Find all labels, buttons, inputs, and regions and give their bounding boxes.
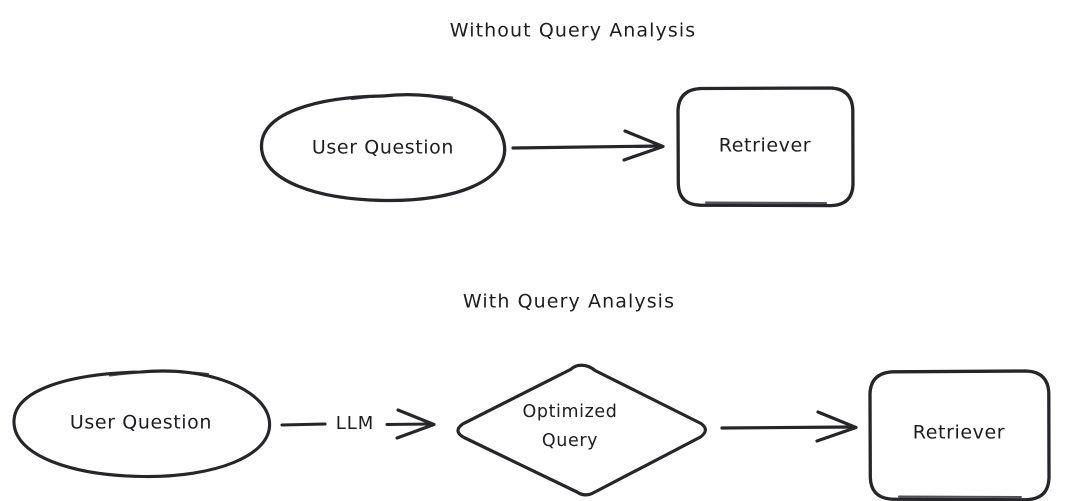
node-label-retriever-2: Retriever [913,422,1005,444]
node-user-question-2[interactable] [12,369,272,479]
edge-optimized-retriever2-arrowhead [815,410,858,443]
optimized-query-shape-fill [458,365,705,495]
edge-label-llm: LLM [336,413,375,434]
edge-uq1-retriever1-arrowhead [622,129,665,162]
user-question-2-outline [12,369,272,479]
edge-uq2-optimized-line-left [280,422,327,427]
retriever-2-outline [868,369,1051,501]
retriever-1-shape-fill [678,88,853,206]
retriever-1-overdraw [705,201,827,204]
user-question-1-overdraw [350,93,454,101]
node-label-retriever-1: Retriever [719,135,811,157]
edge-optimized-retriever2 [720,410,858,443]
edge-uq2-optimized-line-right [385,422,432,427]
edge-uq1-retriever1 [511,129,665,162]
retriever-2-shape-fill [870,371,1049,500]
retriever-2-overdraw [898,495,1022,498]
retriever-1-outline [676,86,855,208]
edge-uq1-retriever1-line [511,144,662,150]
node-label-optimized-query-line1: Optimized [523,402,618,422]
user-question-1-outline [259,93,507,203]
edge-uq2-optimized [280,408,436,440]
user-question-1-shape-fill [261,94,505,201]
node-retriever-1[interactable] [676,86,855,208]
user-question-2-overdraw [108,370,210,377]
user-question-2-shape-fill [14,371,270,477]
node-label-user-question-1: User Question [312,137,454,159]
node-user-question-1[interactable] [259,93,507,203]
node-label-user-question-2: User Question [70,412,212,434]
edge-uq2-optimized-arrowhead [395,408,436,440]
node-label-optimized-query-line2: Query [542,431,598,451]
edge-optimized-retriever2-line [720,425,854,430]
node-retriever-2[interactable] [868,369,1051,501]
node-optimized-query[interactable] [456,363,707,497]
section-title-without-query-analysis: Without Query Analysis [450,20,697,42]
section-title-with-query-analysis: With Query Analysis [463,291,675,313]
optimized-query-outline [456,363,707,497]
